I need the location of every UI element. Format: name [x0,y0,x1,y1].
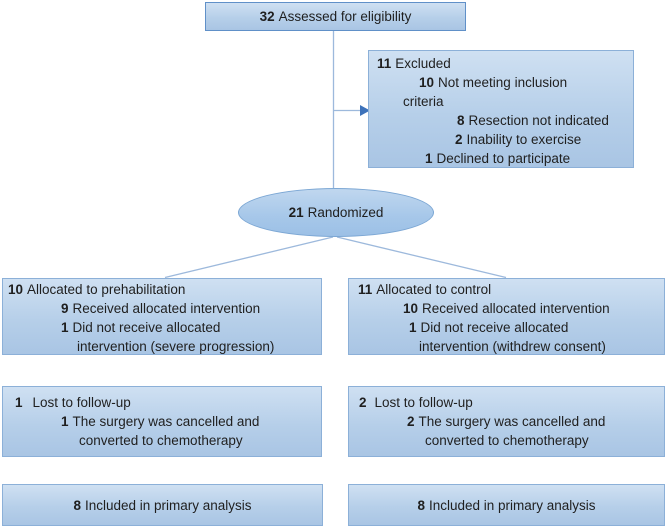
count: 1 [15,395,23,410]
label: Did not receive allocated [72,320,221,335]
excluded-line: criteria [369,92,633,111]
followup-line: 2 Lost to follow-up [349,393,664,412]
label: Not meeting inclusion [438,75,568,90]
count: 11 [377,56,392,71]
label: criteria [403,94,444,109]
label: Lost to follow-up [32,395,131,410]
label: Inability to exercise [466,132,582,147]
count: 1 [409,320,417,335]
label: Declined to participate [436,151,571,166]
count: 8 [417,497,425,513]
label: intervention (withdrew consent) [419,339,606,354]
count: 2 [407,414,415,429]
count: 1 [425,151,433,166]
assessed-label: Assessed for eligibility [278,9,412,24]
label: Did not receive allocated [420,320,569,335]
label: Included in primary analysis [84,497,252,513]
count: 2 [359,395,367,410]
count: 8 [73,497,81,513]
label: Allocated to control [376,282,492,297]
label: Allocated to prehabilitation [27,282,186,297]
followup-line: 1 Lost to follow-up [3,393,321,412]
count: 10 [8,282,24,297]
label: Received allocated intervention [422,301,610,316]
label: Lost to follow-up [374,395,473,410]
connector-randomized-to-prehab [164,236,334,279]
followup-line: converted to chemotherapy [349,431,664,450]
count: 1 [61,414,69,429]
randomized-count: 21 [288,205,304,220]
count: 1 [61,320,69,335]
count: 11 [358,282,373,297]
label: intervention (severe progression) [77,339,275,354]
connector-randomized-to-control [336,236,507,279]
count: 2 [455,132,463,147]
count: 10 [419,75,435,90]
assessed-count: 32 [259,9,275,24]
label: Resection not indicated [468,113,609,128]
count: 10 [403,301,419,316]
label: Excluded [395,56,451,71]
label: converted to chemotherapy [79,433,243,448]
count: 8 [457,113,465,128]
alloc-line: intervention (withdrew consent) [349,337,664,356]
count: 9 [61,301,69,316]
label: The surgery was cancelled and [418,414,606,429]
randomized-label: Randomized [307,205,384,220]
followup-line: converted to chemotherapy [3,431,321,450]
alloc-line: intervention (severe progression) [3,337,321,356]
excluded-arrowhead-icon [360,105,370,116]
label: Received allocated intervention [72,301,261,316]
label: Included in primary analysis [428,497,596,513]
label: converted to chemotherapy [425,433,589,448]
label: The surgery was cancelled and [72,414,260,429]
